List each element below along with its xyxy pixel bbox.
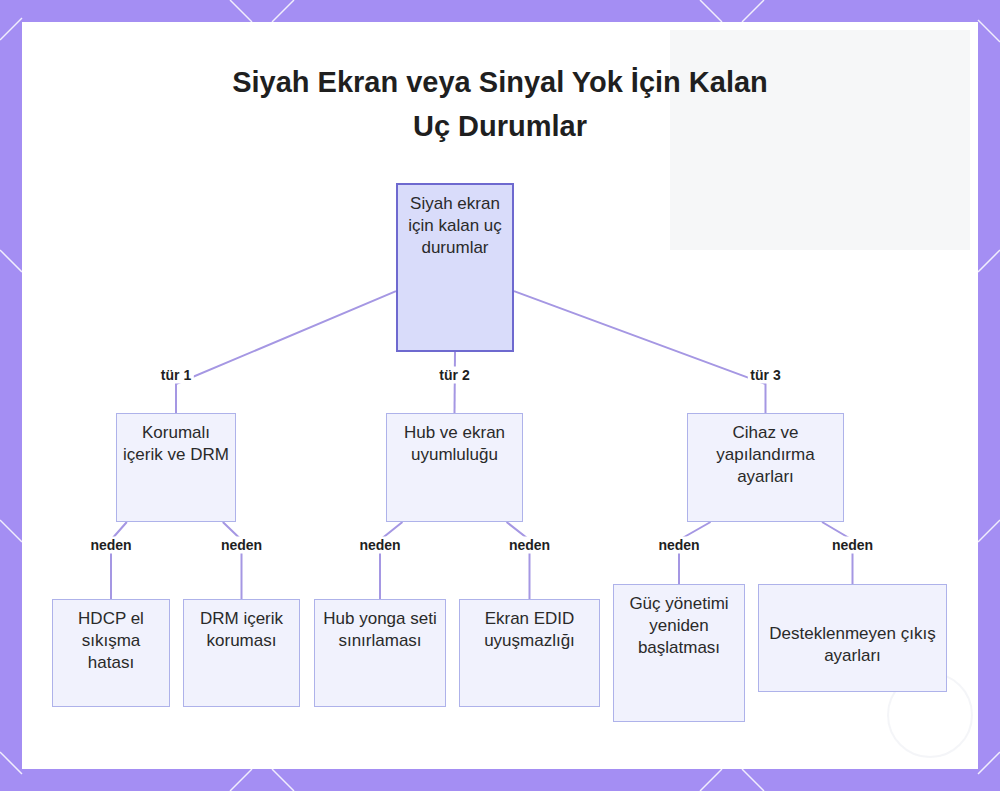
edge-label: neden (506, 537, 553, 554)
box-text: HDCP el sıkışma hatası (58, 608, 164, 674)
category-box: Hub yonga seti sınırlaması (314, 599, 446, 707)
category-box: Güç yönetimi yeniden başlatması (613, 584, 745, 722)
box-text: Cihaz ve yapılandırma ayarları (693, 422, 838, 488)
edge-label: tür 1 (158, 367, 194, 384)
box-text: Korumalı içerik ve DRM (122, 422, 230, 466)
box-text: Desteklenmeyen çıkış ayarları (764, 623, 941, 667)
background-shape (670, 30, 970, 250)
box-text: DRM içerik koruması (189, 608, 294, 652)
edge-label: neden (356, 537, 403, 554)
box-text: Siyah ekran için kalan uç durumlar (403, 193, 507, 259)
connector-line (514, 291, 766, 413)
connector-line (507, 522, 530, 599)
edge-label: neden (829, 537, 876, 554)
category-box: Hub ve ekran uyumluluğu (386, 413, 523, 522)
edge-label: tür 2 (436, 367, 472, 384)
category-box: Korumalı içerik ve DRM (116, 413, 236, 522)
connector-line (176, 291, 396, 413)
edge-label: neden (87, 537, 134, 554)
edge-label: neden (218, 537, 265, 554)
connector-line (111, 522, 127, 599)
edge-label: tür 3 (747, 367, 783, 384)
edge-label: neden (655, 537, 702, 554)
root-box: Siyah ekran için kalan uç durumlar (396, 183, 514, 352)
box-text: Güç yönetimi yeniden başlatması (619, 593, 739, 659)
category-box: Ekran EDID uyuşmazlığı (459, 599, 600, 707)
connector-line (223, 522, 242, 599)
diagram-title: Siyah Ekran veya Sinyal Yok İçin Kalan U… (230, 60, 770, 148)
box-text: Hub ve ekran uyumluluğu (392, 422, 517, 466)
category-box: HDCP el sıkışma hatası (52, 599, 170, 707)
connector-line (380, 522, 402, 599)
category-box: Cihaz ve yapılandırma ayarları (687, 413, 844, 522)
box-text: Ekran EDID uyuşmazlığı (465, 608, 594, 652)
category-box: DRM içerik koruması (183, 599, 300, 707)
box-text: Hub yonga seti sınırlaması (320, 608, 440, 652)
category-box: Desteklenmeyen çıkış ayarları (758, 584, 947, 692)
